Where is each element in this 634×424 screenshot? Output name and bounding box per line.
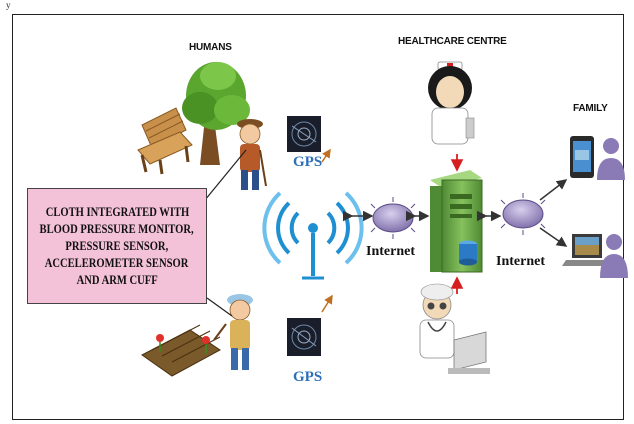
smartphone-icon xyxy=(570,136,594,178)
bench-icon xyxy=(137,107,193,175)
cloth-box-line: AND ARM CUFF xyxy=(76,272,158,287)
cloth-box-line: CLOTH INTEGRATED WITH xyxy=(45,204,189,219)
top-edge-mark: y xyxy=(6,0,11,10)
internet-label-left: Internet xyxy=(366,244,415,259)
internet-label-right: Internet xyxy=(496,254,545,269)
laptop-icon xyxy=(562,234,610,266)
family-heading: FAMILY xyxy=(573,103,608,114)
cloth-box-line: BLOOD PRESSURE MONITOR, xyxy=(39,221,195,236)
garden-icon xyxy=(141,324,221,377)
tree-icon xyxy=(182,62,250,165)
humans-heading: HUMANS xyxy=(189,42,232,53)
server-icon xyxy=(430,170,483,273)
router-icon-left xyxy=(370,197,416,239)
connector-line xyxy=(206,297,233,317)
family-member-icon-top xyxy=(597,138,625,180)
connector-line xyxy=(204,149,247,201)
doctor-icon xyxy=(419,283,490,374)
nurse-icon xyxy=(428,61,475,145)
elderly-gardener-icon xyxy=(213,294,253,370)
cloth-box-line: PRESSURE SENSOR, xyxy=(65,238,169,253)
elderly-man-icon xyxy=(237,119,267,190)
gps-label-bottom: GPS xyxy=(293,369,323,385)
arrow-to-laptop xyxy=(539,227,568,247)
healthcare-centre-heading: HEALTHCARE CENTRE xyxy=(398,36,507,47)
gps-satellite-image-bottom xyxy=(287,294,333,356)
cloth-box-line: ACCELEROMETER SENSOR xyxy=(45,255,189,270)
family-member-icon-bottom xyxy=(600,234,628,278)
gps-satellite-image-top xyxy=(287,116,331,163)
wifi-antenna-icon xyxy=(262,191,364,280)
gps-label-top: GPS xyxy=(293,154,323,170)
arrow-to-phone xyxy=(539,179,568,201)
cloth-sensor-description-box: CLOTH INTEGRATED WITH BLOOD PRESSURE MON… xyxy=(27,188,207,304)
router-icon-right xyxy=(500,193,546,235)
